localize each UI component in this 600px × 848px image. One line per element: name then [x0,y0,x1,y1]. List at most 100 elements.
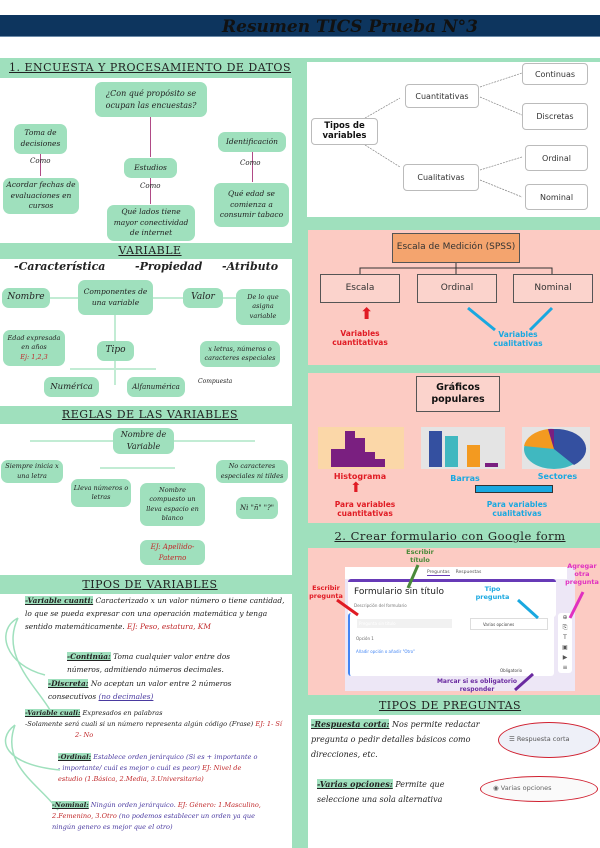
escala-item: Ordinal [417,274,497,303]
title-icon[interactable]: T [563,634,567,641]
import-icon[interactable]: ⎘ [562,624,568,631]
alfanumerica-box: Alfanumérica [127,377,185,397]
short-answer-icon: ☰ [509,735,517,743]
annotation-question: Escribir pregunta [309,584,343,601]
section-title: Tipos de preguntas [378,699,522,712]
diagram-connectors [364,72,523,198]
compuesta-label: Compuesta [198,378,233,385]
varias-opciones-image: ◉ Varias opciones [480,776,598,802]
como-label: Como [30,157,51,165]
annotation-required: Marcar si es obligatorio responder [436,678,518,693]
example-box: Qué edad se comienza a consumir tabaco [214,183,289,227]
section-title: 2. Crear formulario con Google form [334,529,566,543]
valor-desc-box: De lo que asigna variable [236,289,290,325]
edad-text: Edad expresada en años [7,333,61,352]
term: -Respuesta corta: [311,719,390,729]
nombre-box: Nombre [2,288,50,308]
continua-paragraph: -Continúa: Toma cualquier valor entre do… [67,652,231,674]
histogram-thumbnail [318,427,404,469]
leaf-node: Discretas [522,103,588,130]
annotation-title: Escribir título [406,548,434,565]
page-title: Resumen TICS Prueba N°3 [222,17,478,37]
term: -Variable cuanti: [25,596,94,605]
respuesta-corta-label: Respuesta corta [516,735,570,743]
add-question-icon[interactable]: ⊕ [562,614,568,621]
form-description[interactable]: Descripción del formulario [354,603,407,608]
varias-opciones-label: Varias opciones [500,784,552,792]
term: -Variable cuali: [25,709,81,717]
term: -Varias opciones: [317,779,393,789]
trait: -Atributo [222,260,279,273]
annotation-type: Tipo pregunta [475,585,510,602]
required-toggle[interactable]: Obligatorio [500,668,523,673]
histograma-label: Histograma [333,472,387,481]
connector [252,152,253,182]
term: -Nominal: [52,801,89,809]
radio-icon: ◉ [493,784,501,792]
blue-arrows-icon [467,306,554,332]
purpose-box: Identificación [218,132,286,152]
tab-preguntas[interactable]: Preguntas [427,570,450,576]
form-tabs: Preguntas Respuestas [345,567,567,579]
question-toolbar: ⊕ ⎘ T ▣ ▶ ≡ [558,613,572,673]
section-header-tipos-variables: Tipos de variables [0,575,300,594]
nominal-paragraph: -Nominal: Ningún orden jerárquico. EJ: G… [52,801,261,831]
leaf-node: Ordinal [525,145,588,171]
barras-label: Barras [450,474,480,483]
cuali-paragraph: -Variable cuali: Expresados en palabras-… [25,709,283,739]
section-header-preguntas: Tipos de preguntas [300,697,600,714]
respuesta-corta-paragraph: -Respuesta corta: Nos permite redactar p… [311,719,480,760]
image-icon[interactable]: ▣ [562,644,568,651]
add-option[interactable]: Añadir opción o añadir "Otro" [356,649,415,654]
option-1[interactable]: Opción 1 [356,636,374,641]
escala-cuanti-label: Variables cuantitativas [332,329,388,348]
discreta-paragraph: -Discreta: No aceptan un valor entre 2 n… [48,679,232,701]
graficos-cuali-label: Para variables cualitativas [486,500,548,519]
ordinal-paragraph: -Ordinal: Establece orden jerárquico (Si… [58,753,258,783]
varias-opciones-paragraph: -Varias opciones: Permite que seleccione… [317,779,445,805]
connector [150,178,151,204]
numerica-box: Numérica [44,377,99,397]
escala-cuali-label: Variables cualitativas [493,330,543,349]
video-icon[interactable]: ▶ [562,654,568,661]
bracket-decoration [4,617,61,811]
trait: -Característica [14,260,106,273]
question-type-select[interactable]: Varias opciones [470,618,548,630]
tab-respuestas[interactable]: Respuestas [455,570,482,575]
escala-item: Nominal [513,274,593,303]
term: -Discreta: [48,679,89,688]
red-arrow-icon: ⬆ [350,480,362,496]
section-header-encuesta: 1. Encuesta y procesamiento de datos [0,58,300,78]
escala-title: Escala de Medición (SPSS) [392,233,520,263]
purpose-box: Toma de decisiones [14,124,67,154]
como-label: Como [140,182,161,190]
connector [70,368,156,370]
tipos-root: Tipos de variables [311,118,378,145]
section-title: Reglas de las variables [61,408,239,421]
blue-bar [475,485,553,493]
como-label: Como [240,159,261,167]
section-header-reglas: Reglas de las variables [0,406,300,424]
left-column-border [292,58,300,848]
annotation-add: Agregar otra pregunta [565,562,599,587]
title-bar [0,15,600,37]
alfa-desc-box: x letras, números o caracteres especiale… [200,341,280,367]
cuanti-paragraph: -Variable cuanti: Caracterizado x un val… [25,596,285,631]
rule-box: Nombre compuesto un lleva espacio en bla… [140,483,205,526]
example-box: Qué lados tiene mayor conectividad de in… [107,205,195,241]
section-icon[interactable]: ≡ [562,664,568,671]
form-title[interactable]: Formulario sin título [354,587,444,597]
escala-item: Escala [320,274,400,303]
bar-chart-thumbnail [421,427,505,469]
sectores-label: Sectores [537,472,578,481]
reglas-root: Nombre de Variable [113,428,174,454]
rule-box: No caracteres especiales ni tildes [216,460,288,483]
escala-connectors [359,263,553,274]
rule-box: Ni "ñ" "?" [236,497,278,519]
connector [100,467,175,469]
components-box: Componentes de una variable [78,280,153,315]
tipo-box: Tipo [97,341,134,361]
question-input[interactable]: Pregunta sin título [357,619,452,628]
